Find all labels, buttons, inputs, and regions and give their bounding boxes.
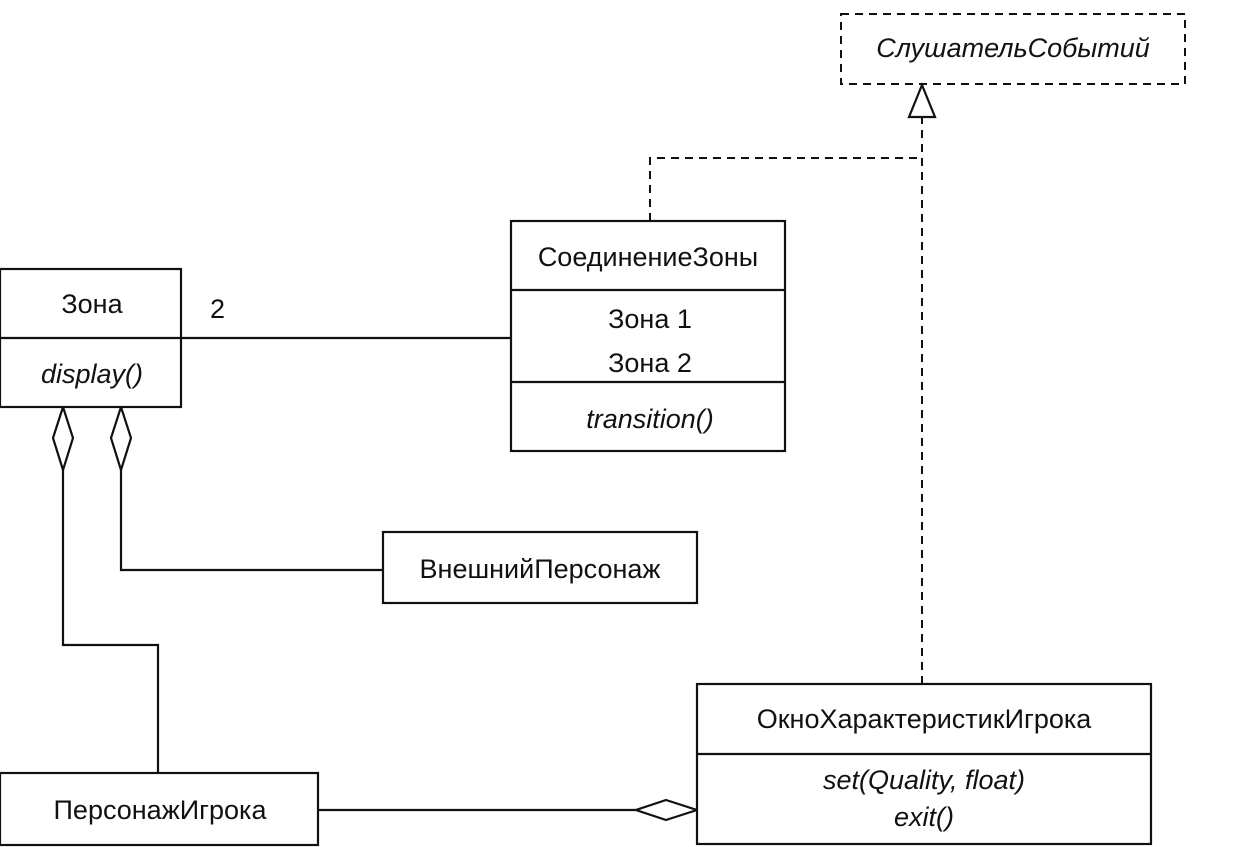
association-zone-connection: 2 xyxy=(181,294,511,340)
realization-player-stats-window xyxy=(907,82,937,684)
class-external-character: ВнешнийПерсонаж xyxy=(381,530,699,605)
class-attribute: Зона 1 xyxy=(608,304,692,334)
class-method: display() xyxy=(41,359,143,389)
multiplicity-label: 2 xyxy=(210,294,225,324)
class-event-listener: СлушательСобытий xyxy=(840,13,1186,85)
realization-zone-connection xyxy=(649,157,922,221)
class-method: set(Quality, float) xyxy=(823,765,1025,795)
class-name: ОкноХарактеристикИгрока xyxy=(757,704,1093,734)
class-name: ВнешнийПерсонаж xyxy=(420,554,661,584)
class-attribute: Зона 2 xyxy=(608,348,692,378)
aggregation-player-character-stats-window xyxy=(318,798,701,822)
class-name: СлушательСобытий xyxy=(876,33,1149,63)
aggregation-diamond-icon xyxy=(632,798,701,822)
class-zone: Зона display() xyxy=(0,267,183,409)
realization-arrowhead-icon xyxy=(907,82,937,119)
class-name: ПерсонажИгрока xyxy=(54,795,268,825)
class-name: Зона xyxy=(61,289,123,319)
class-method: transition() xyxy=(586,404,714,434)
aggregation-zone-external-character xyxy=(109,403,383,572)
class-player-stats-window: ОкноХарактеристикИгрока set(Quality, flo… xyxy=(695,682,1153,846)
aggregation-diamond-icon xyxy=(109,403,133,474)
class-method: exit() xyxy=(894,802,954,832)
class-player-character: ПерсонажИгрока xyxy=(0,771,320,847)
class-zone-connection: СоединениеЗоны Зона 1 Зона 2 transition(… xyxy=(509,219,787,453)
aggregation-diamond-icon xyxy=(51,403,75,474)
class-name: СоединениеЗоны xyxy=(538,242,758,272)
aggregation-zone-player-character xyxy=(51,403,160,773)
